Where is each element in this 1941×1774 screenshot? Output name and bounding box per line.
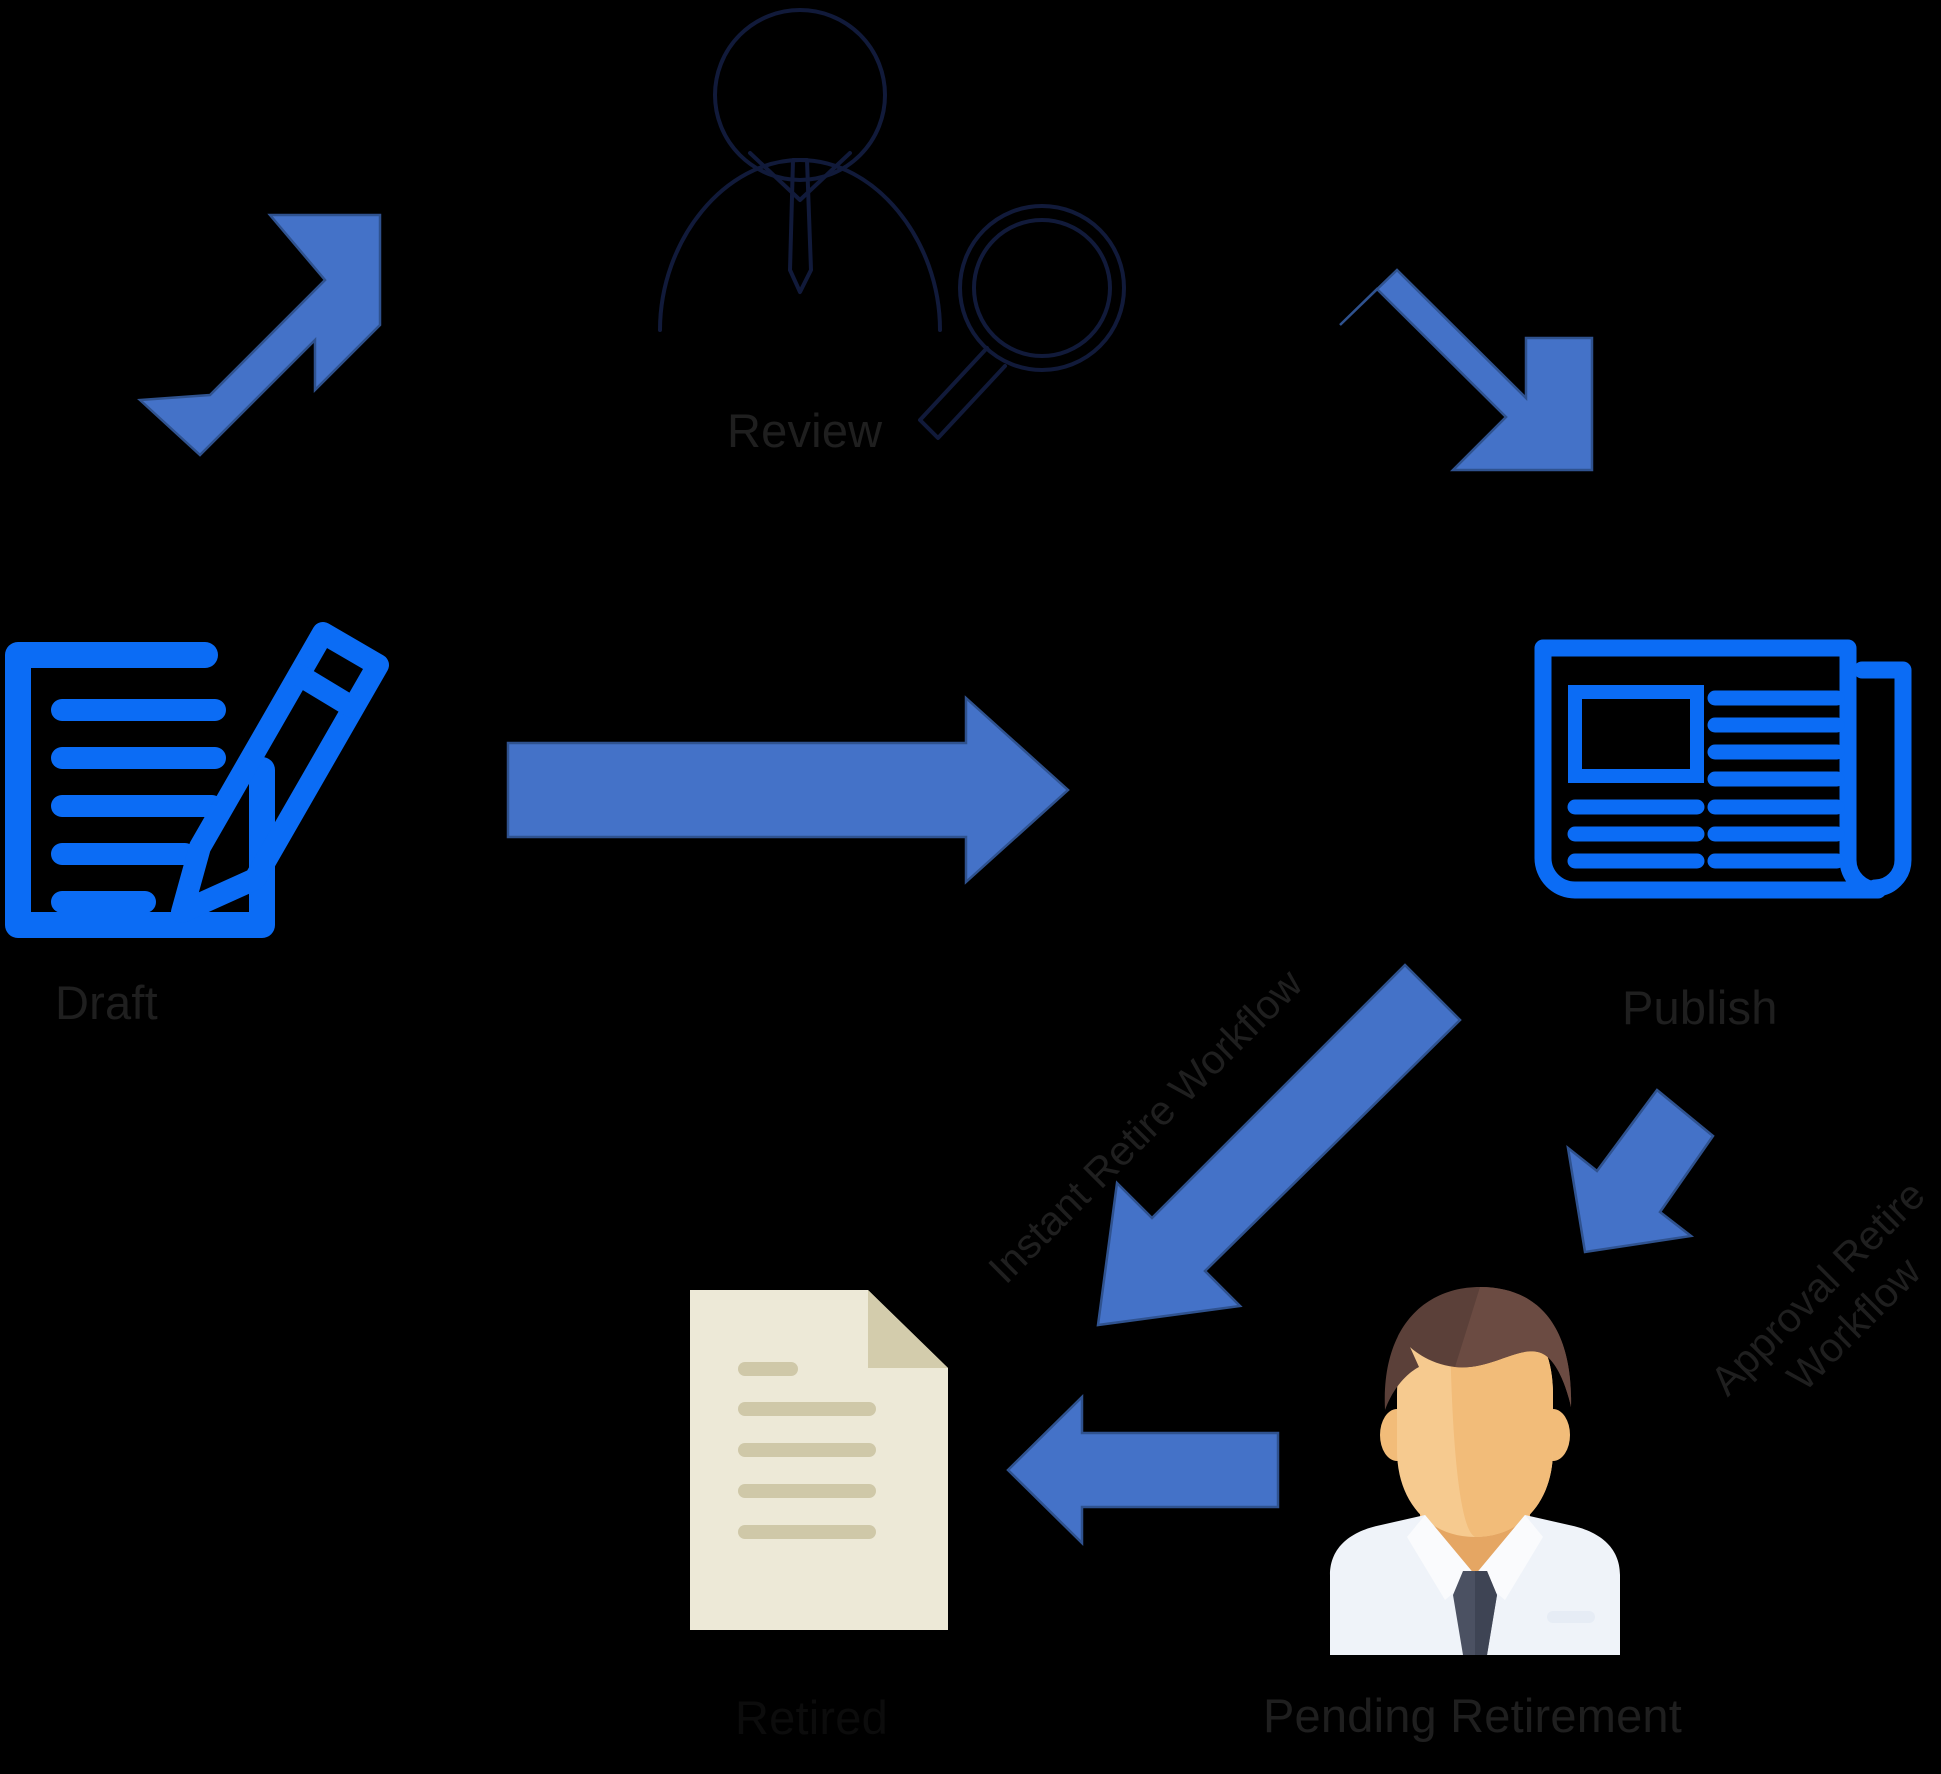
draft-label: Draft: [55, 976, 158, 1029]
draft-icon: [0, 615, 400, 938]
review-label: Review: [727, 404, 883, 457]
pending-retirement-icon: [1315, 1275, 1635, 1655]
pending-retirement-label: Pending Retirement: [1263, 1689, 1683, 1742]
arrow-draft-to-review: [137, 213, 382, 457]
arrow-review-to-publish: [1339, 268, 1594, 520]
arrow-publish-to-retired: [1040, 963, 1462, 1385]
publish-icon: [1515, 630, 1915, 930]
review-icon: [630, 0, 1170, 480]
arrow-publish-to-pending: [1545, 1060, 1755, 1270]
arrow-draft-to-publish: [506, 690, 1070, 890]
publish-label: Publish: [1622, 981, 1778, 1034]
retired-label: Retired: [735, 1691, 888, 1744]
retired-icon: [690, 1290, 960, 1630]
arrow-pending-to-retired: [1000, 1394, 1290, 1555]
